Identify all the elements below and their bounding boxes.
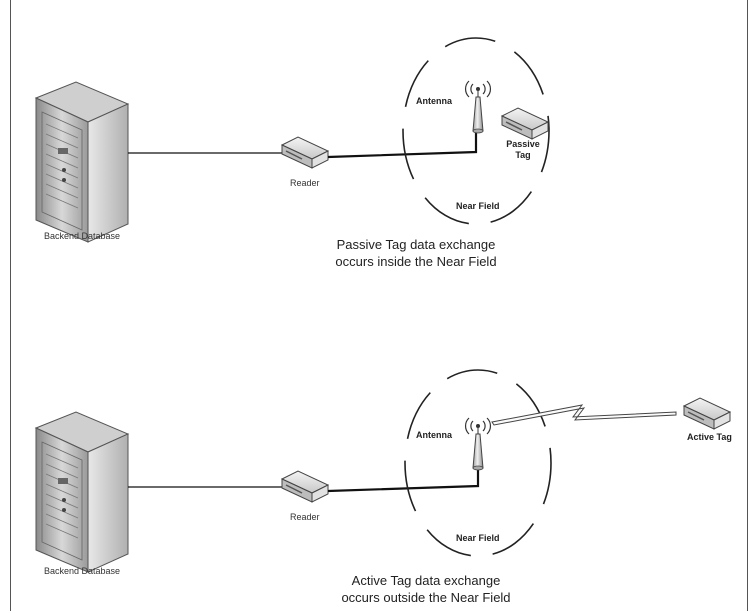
- top-caption: Passive Tag data exchange occurs inside …: [316, 236, 516, 270]
- antenna-label: Antenna: [416, 430, 452, 440]
- wireless-link-bolt: [491, 404, 677, 426]
- passive-tag-label-line1: Passive: [506, 139, 540, 149]
- near-field-boundary: [402, 37, 550, 225]
- backend-database-label: Backend Database: [44, 566, 121, 576]
- diagram-frame: [10, 0, 748, 611]
- reader-antenna-cable: [327, 126, 478, 159]
- near-field-label: Near Field: [456, 201, 500, 211]
- reader-antenna-cable: [327, 470, 480, 493]
- passive-tag-label: Passive Tag: [501, 139, 545, 161]
- active-tag-icon: [683, 397, 731, 430]
- antenna-icon: [464, 80, 492, 134]
- reader-label: Reader: [290, 178, 320, 188]
- bottom-caption: Active Tag data exchange occurs outside …: [326, 572, 526, 606]
- backend-database-icon: [35, 81, 129, 243]
- passive-tag-icon: [501, 107, 549, 140]
- bottom-caption-line1: Active Tag data exchange: [351, 573, 501, 588]
- backend-database-label: Backend Database: [44, 231, 121, 241]
- antenna-icon: [464, 417, 492, 471]
- reader-icon: [281, 136, 329, 169]
- top-caption-line2: occurs inside the Near Field: [335, 254, 497, 269]
- backend-database-icon: [35, 411, 129, 573]
- passive-tag-label-line2: Tag: [515, 150, 531, 160]
- bottom-caption-line2: occurs outside the Near Field: [341, 590, 511, 605]
- near-field-boundary: [404, 369, 552, 557]
- antenna-label: Antenna: [416, 96, 452, 106]
- near-field-label: Near Field: [456, 533, 500, 543]
- top-caption-line1: Passive Tag data exchange: [336, 237, 496, 252]
- reader-label: Reader: [290, 512, 320, 522]
- active-tag-label: Active Tag: [687, 432, 732, 442]
- reader-icon: [281, 470, 329, 503]
